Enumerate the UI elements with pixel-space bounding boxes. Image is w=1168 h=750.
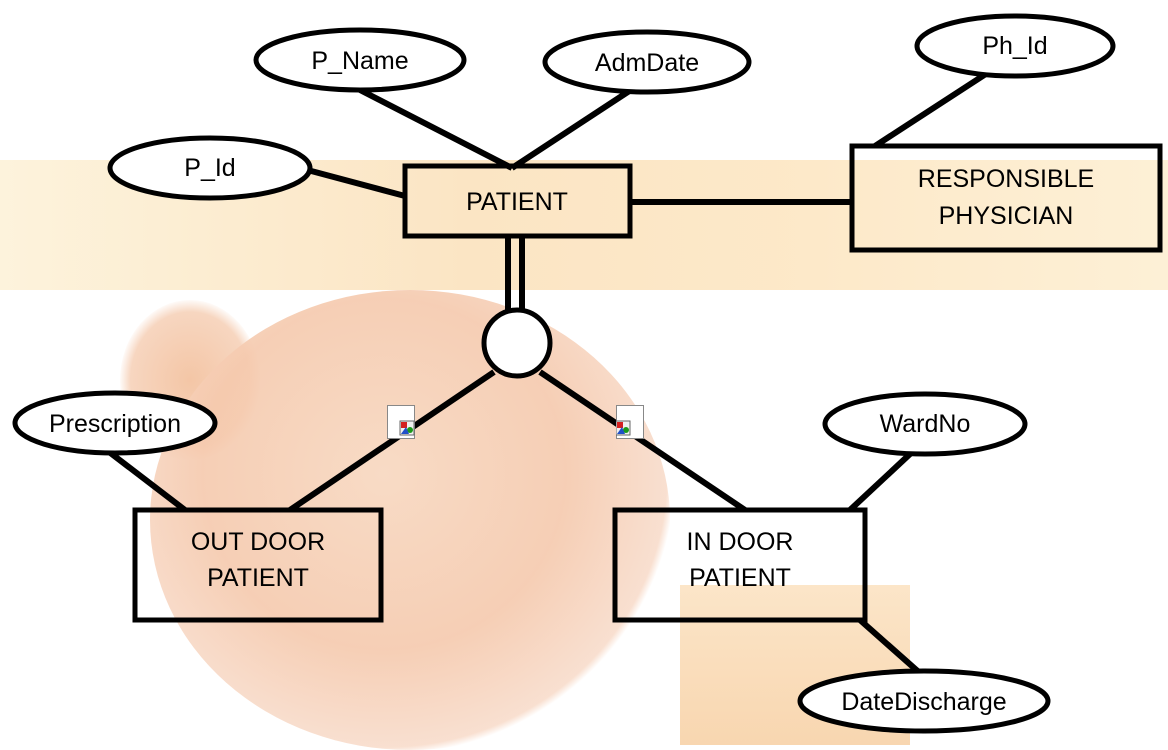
physician-entity-box bbox=[849, 143, 1163, 253]
prescription-connector bbox=[98, 442, 187, 513]
admdate-connector bbox=[510, 81, 642, 171]
physician-label-line2: PHYSICIAN bbox=[939, 202, 1074, 230]
prescription-label: Prescription bbox=[49, 410, 181, 438]
phid-label: Ph_Id bbox=[982, 32, 1047, 60]
background-face bbox=[150, 290, 670, 750]
connectors bbox=[98, 67, 994, 685]
phid-connector bbox=[873, 67, 994, 149]
pid-label: P_Id bbox=[184, 154, 235, 182]
indoor-connector bbox=[538, 369, 747, 513]
prescription-ellipse bbox=[12, 390, 218, 456]
pname-ellipse bbox=[253, 27, 467, 93]
pname-label: P_Name bbox=[311, 47, 408, 75]
wardno-ellipse bbox=[822, 391, 1028, 457]
specialization-circle bbox=[481, 307, 553, 379]
datedischarge-ellipse bbox=[797, 668, 1051, 734]
indoor-entity-box bbox=[612, 507, 868, 623]
pname-connector bbox=[358, 87, 514, 171]
outdoor-entity-box bbox=[132, 507, 384, 623]
phid-ellipse bbox=[914, 13, 1116, 79]
admdate-label: AdmDate bbox=[595, 49, 699, 77]
patient-label: PATIENT bbox=[466, 188, 568, 216]
indoor-label-line2: PATIENT bbox=[689, 564, 791, 592]
broken-image-icon bbox=[616, 405, 644, 439]
indoor-label-line1: IN DOOR bbox=[687, 528, 794, 556]
outdoor-label-line1: OUT DOOR bbox=[191, 528, 325, 556]
admdate-ellipse bbox=[542, 29, 752, 95]
broken-image-icon bbox=[387, 405, 415, 439]
wardno-label: WardNo bbox=[880, 410, 971, 438]
pid-connector bbox=[299, 165, 406, 199]
datedischarge-label: DateDischarge bbox=[841, 688, 1006, 716]
physician-label-line1: RESPONSIBLE bbox=[918, 165, 1094, 193]
outdoor-label-line2: PATIENT bbox=[207, 564, 309, 592]
pid-ellipse bbox=[107, 135, 313, 201]
patient-entity-box bbox=[402, 163, 633, 239]
outdoor-connector bbox=[288, 369, 496, 513]
